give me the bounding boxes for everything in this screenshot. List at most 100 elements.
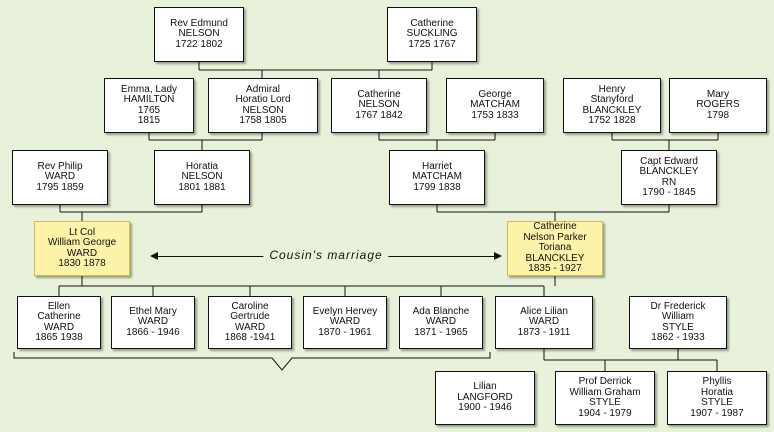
marriage-label: Cousin's marriage <box>263 248 389 262</box>
person-text-line: 1758 1805 <box>239 115 287 126</box>
person-text-line: Horatia <box>185 160 219 172</box>
person-text-line: Horatia <box>700 386 734 398</box>
person-text-line: Lt Col <box>68 226 96 238</box>
person-text-line: 1725 1767 <box>408 38 456 50</box>
person-text-line: Rev Edmund <box>170 17 228 29</box>
person-text-line: Alice Lilian <box>520 305 568 317</box>
person-text-line: Catherine <box>533 221 577 233</box>
person-text-line: 1795 1859 <box>36 181 84 193</box>
person-text-line: Stanyford <box>590 94 634 105</box>
person-text-line: 1767 1842 <box>355 109 403 121</box>
person-text-line: Capt Edward <box>640 155 698 167</box>
person-text-line: 1790 - 1845 <box>642 187 696 198</box>
person-text-line: Lilian <box>473 381 497 393</box>
person-text-line: 1801 1881 <box>178 181 226 193</box>
person-text-line: WARD <box>425 316 457 328</box>
person-text-line: Caroline <box>231 300 269 312</box>
person-text-line: 1798 <box>706 109 730 121</box>
person-text-line: 1870 - 1961 <box>318 326 372 338</box>
person-text-line: 1830 1878 <box>58 258 106 269</box>
arrow-right-icon <box>494 252 502 260</box>
person-text-line: LANGFORD <box>457 391 513 403</box>
person-text-line: 1904 - 1979 <box>578 407 632 419</box>
person-text-line: 1765 <box>137 104 161 116</box>
person-text-line: Catherine <box>37 311 81 322</box>
person-text-line: Henry <box>598 83 626 95</box>
person-text-line: Harriet <box>421 160 452 172</box>
person-text-line: WARD <box>66 247 98 259</box>
person-text-line: 1868 -1941 <box>224 332 276 343</box>
person-text-line: Mary <box>706 88 730 100</box>
arrow-left-icon <box>150 252 158 260</box>
person-text-line: Prof Derrick <box>578 376 632 387</box>
person-text-line: Ethel Mary <box>129 305 177 317</box>
person-text-line: 1873 - 1911 <box>517 326 571 338</box>
person-text-line: BLANCKLEY <box>525 252 585 264</box>
person-text-line: NELSON <box>358 99 400 111</box>
person-text-line: Ada Blanche <box>412 305 470 317</box>
person-text-line: 1722 1802 <box>175 38 223 50</box>
person-text-line: 1900 - 1946 <box>458 402 512 414</box>
person-text-line: Rev Philip <box>37 160 83 172</box>
person-text-line: 1752 1828 <box>588 115 636 126</box>
person-text-line: HAMILTON <box>123 94 175 105</box>
person-text-line: Toriana <box>538 242 572 254</box>
person-text-line: 1799 1838 <box>413 181 461 193</box>
person-text-line: Evelyn Hervey <box>312 305 378 317</box>
person-text-line: George <box>478 88 512 100</box>
person-text-line: Emma, Lady <box>120 83 178 95</box>
person-text-line: Ellen <box>47 300 71 312</box>
person-text-line: 1865 1938 <box>35 332 83 343</box>
person-text-line: WARD <box>234 321 266 333</box>
person-text-line: STYLE <box>701 397 733 408</box>
person-text-line: Nelson Parker <box>523 231 587 243</box>
children-brace <box>13 352 491 371</box>
person-text-line: RN <box>661 176 677 188</box>
person-text-line: WARD <box>329 316 361 328</box>
cousins-marriage-arrow: Cousin's marriage <box>150 246 502 266</box>
person-text-line: Admiral <box>246 83 280 95</box>
person-text-line: Catherine <box>357 88 401 100</box>
person-text-line: William <box>661 311 695 322</box>
person-text-line: WARD <box>528 316 560 328</box>
person-text-line: WARD <box>44 171 76 183</box>
person-text-line: 1862 - 1933 <box>651 332 705 343</box>
person-text-line: 1815 <box>137 115 161 126</box>
person-text-line: MATCHAM <box>412 171 462 183</box>
person-text-line: 1871 - 1965 <box>414 326 468 338</box>
person-text-line: SUCKLING <box>406 28 458 40</box>
person-text-line: William George <box>47 237 117 248</box>
person-text-line: ROGERS <box>696 99 740 111</box>
person-text-line: STYLE <box>589 397 621 408</box>
person-text-line: 1835 - 1927 <box>528 263 582 275</box>
person-text-line: MATCHAM <box>470 99 520 111</box>
person-text-line: NELSON <box>242 104 284 116</box>
person-text-line: STYLE <box>662 321 694 333</box>
person-text-line: 1866 - 1946 <box>126 326 180 338</box>
person-text-line: NELSON <box>181 171 223 183</box>
person-text-line: NELSON <box>178 28 220 40</box>
person-text-line: 1907 - 1987 <box>690 407 744 419</box>
